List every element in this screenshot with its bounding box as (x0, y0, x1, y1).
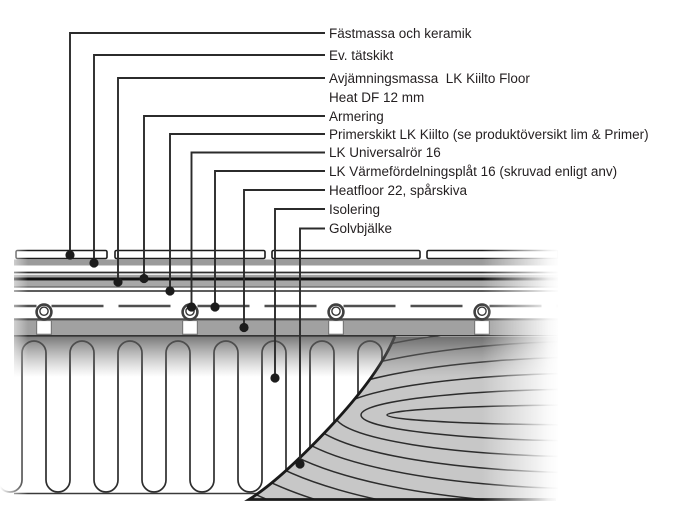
label-varmefordelningsplat: LK Värmefördelningsplåt 16 (skruvad enli… (329, 163, 618, 179)
label-primerskikt: Primerskikt LK Kiilto (se produktöversik… (329, 126, 649, 142)
leader-line (143, 115, 325, 279)
leader-dot (239, 322, 249, 333)
leader-line (169, 133, 325, 291)
label-fastmassa-och-keramik: Fästmassa och keramik (329, 25, 472, 41)
leader-line (69, 32, 325, 255)
leader-dot (210, 302, 220, 312)
leader-line (190, 151, 325, 307)
slab-notch (35, 319, 52, 335)
label-lk-universalror-16: LK Universalrör 16 (329, 145, 441, 160)
leader-line (274, 208, 325, 378)
label-ev-tatskikt: Ev. tätskikt (329, 47, 394, 63)
leader-dot (65, 250, 75, 260)
leader-line (243, 189, 325, 328)
leader-line (117, 77, 325, 282)
screed-band-upper (14, 274, 558, 278)
label-golvbjalke: Golvbjälke (329, 221, 393, 236)
label-avjamningsmassa: Avjämningsmassa LK Kiilto Floor Heat DF … (329, 70, 530, 105)
label-isolering: Isolering (329, 201, 381, 217)
under-slab-shade (14, 336, 558, 377)
leveling-band (14, 280, 558, 287)
leader-dot (113, 277, 123, 287)
adhesive-band (14, 259, 558, 266)
heatfloor-slab (14, 318, 558, 336)
tile (271, 249, 421, 260)
leader-dot (89, 258, 99, 268)
pipe (331, 306, 341, 317)
leader-dot (139, 273, 149, 284)
leader-dot (186, 302, 197, 312)
left-fade (0, 238, 28, 514)
leader-line (93, 54, 325, 263)
leader-dot (295, 459, 305, 469)
pipe (39, 306, 49, 317)
leader-dot (270, 373, 280, 383)
right-fade (482, 238, 560, 514)
leader-line (299, 227, 325, 464)
leader-lines (65, 32, 325, 469)
tile (114, 249, 266, 260)
leader-line (214, 170, 325, 307)
slab-notch (182, 319, 199, 335)
label-armering: Armering (329, 108, 384, 124)
right-blank (558, 238, 700, 514)
label-heatfloor-22-sparskiva: Heatfloor 22, spårskiva (329, 182, 468, 198)
ceramic-tile-layer (15, 249, 559, 260)
slab-notch (328, 319, 345, 335)
leader-dot (165, 286, 175, 296)
